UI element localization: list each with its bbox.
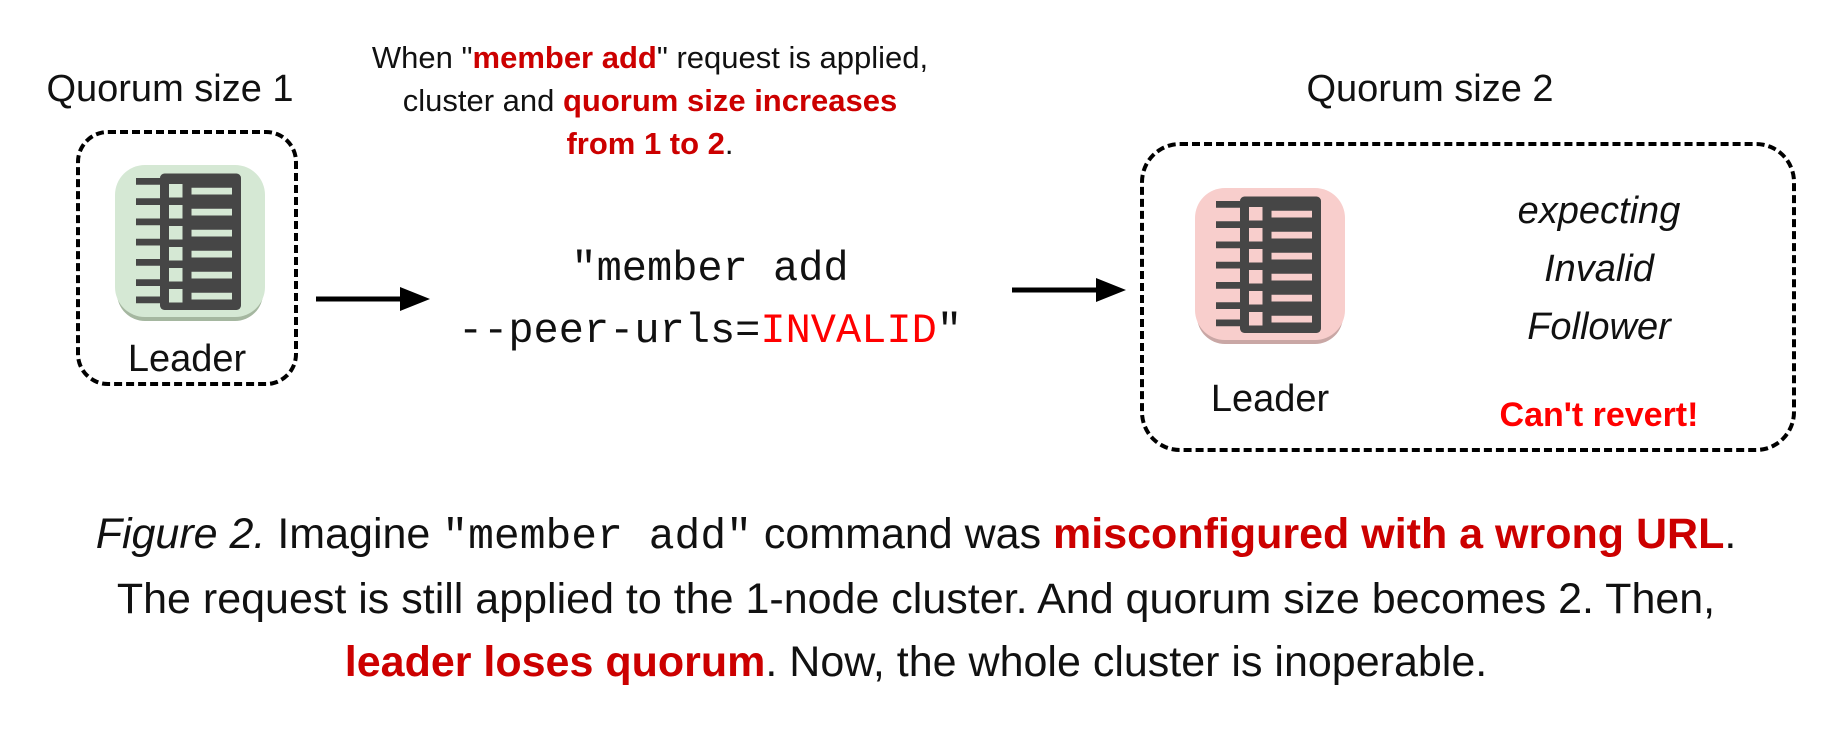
caption-line-3: leader loses quorum. Now, the whole clus… — [344, 638, 1488, 686]
figure-caption: Figure 2. Imagine "member add" command w… — [0, 503, 1832, 694]
server-list-icon — [136, 173, 241, 310]
caption-line-1: Figure 2. Imagine "member add" command w… — [95, 510, 1737, 561]
cant-revert-warning: Can't revert! — [1499, 396, 1699, 434]
cluster-box-right: Leader expecting Invalid Follower Can't … — [1140, 142, 1796, 452]
quorum-increase-highlight: quorum size increases — [563, 83, 898, 118]
command-line-1: "member add — [571, 245, 849, 293]
cluster-box-left: Leader — [76, 130, 298, 386]
invalid-url-highlight: INVALID — [760, 307, 937, 355]
figure-number: Figure 2. — [95, 510, 266, 558]
leader-label-left: Leader — [127, 338, 247, 380]
leader-label-right: Leader — [1210, 378, 1330, 420]
arrow-right-icon — [1012, 272, 1127, 308]
note-line-1: When "member add" request is applied, — [371, 40, 929, 75]
leader-node-tile-green — [115, 165, 265, 317]
caption-line-2: The request is still applied to the 1-no… — [116, 575, 1716, 623]
server-list-icon — [1216, 196, 1321, 333]
expecting-text: expecting Invalid Follower — [1517, 190, 1681, 348]
note-line-3: from 1 to 2. — [566, 126, 734, 161]
member-add-command: "member add" — [442, 512, 752, 561]
quorum-size-1-title: Quorum size 1 — [46, 68, 294, 110]
member-add-highlight: member add — [472, 40, 657, 75]
misconfigured-highlight: misconfigured with a wrong URL — [1053, 510, 1725, 558]
quorum-size-2-title: Quorum size 2 — [1306, 68, 1554, 110]
command-block: "member add --peer-urls=INVALID" — [400, 238, 1020, 362]
note-block: When "member add" request is applied, cl… — [340, 36, 960, 165]
leader-node-tile-pink — [1195, 188, 1345, 340]
arrow-right-icon — [316, 281, 431, 317]
note-line-2: cluster and quorum size increases — [402, 83, 898, 118]
loses-quorum-highlight: leader loses quorum — [344, 638, 766, 686]
command-line-2: --peer-urls=INVALID" — [457, 307, 963, 355]
